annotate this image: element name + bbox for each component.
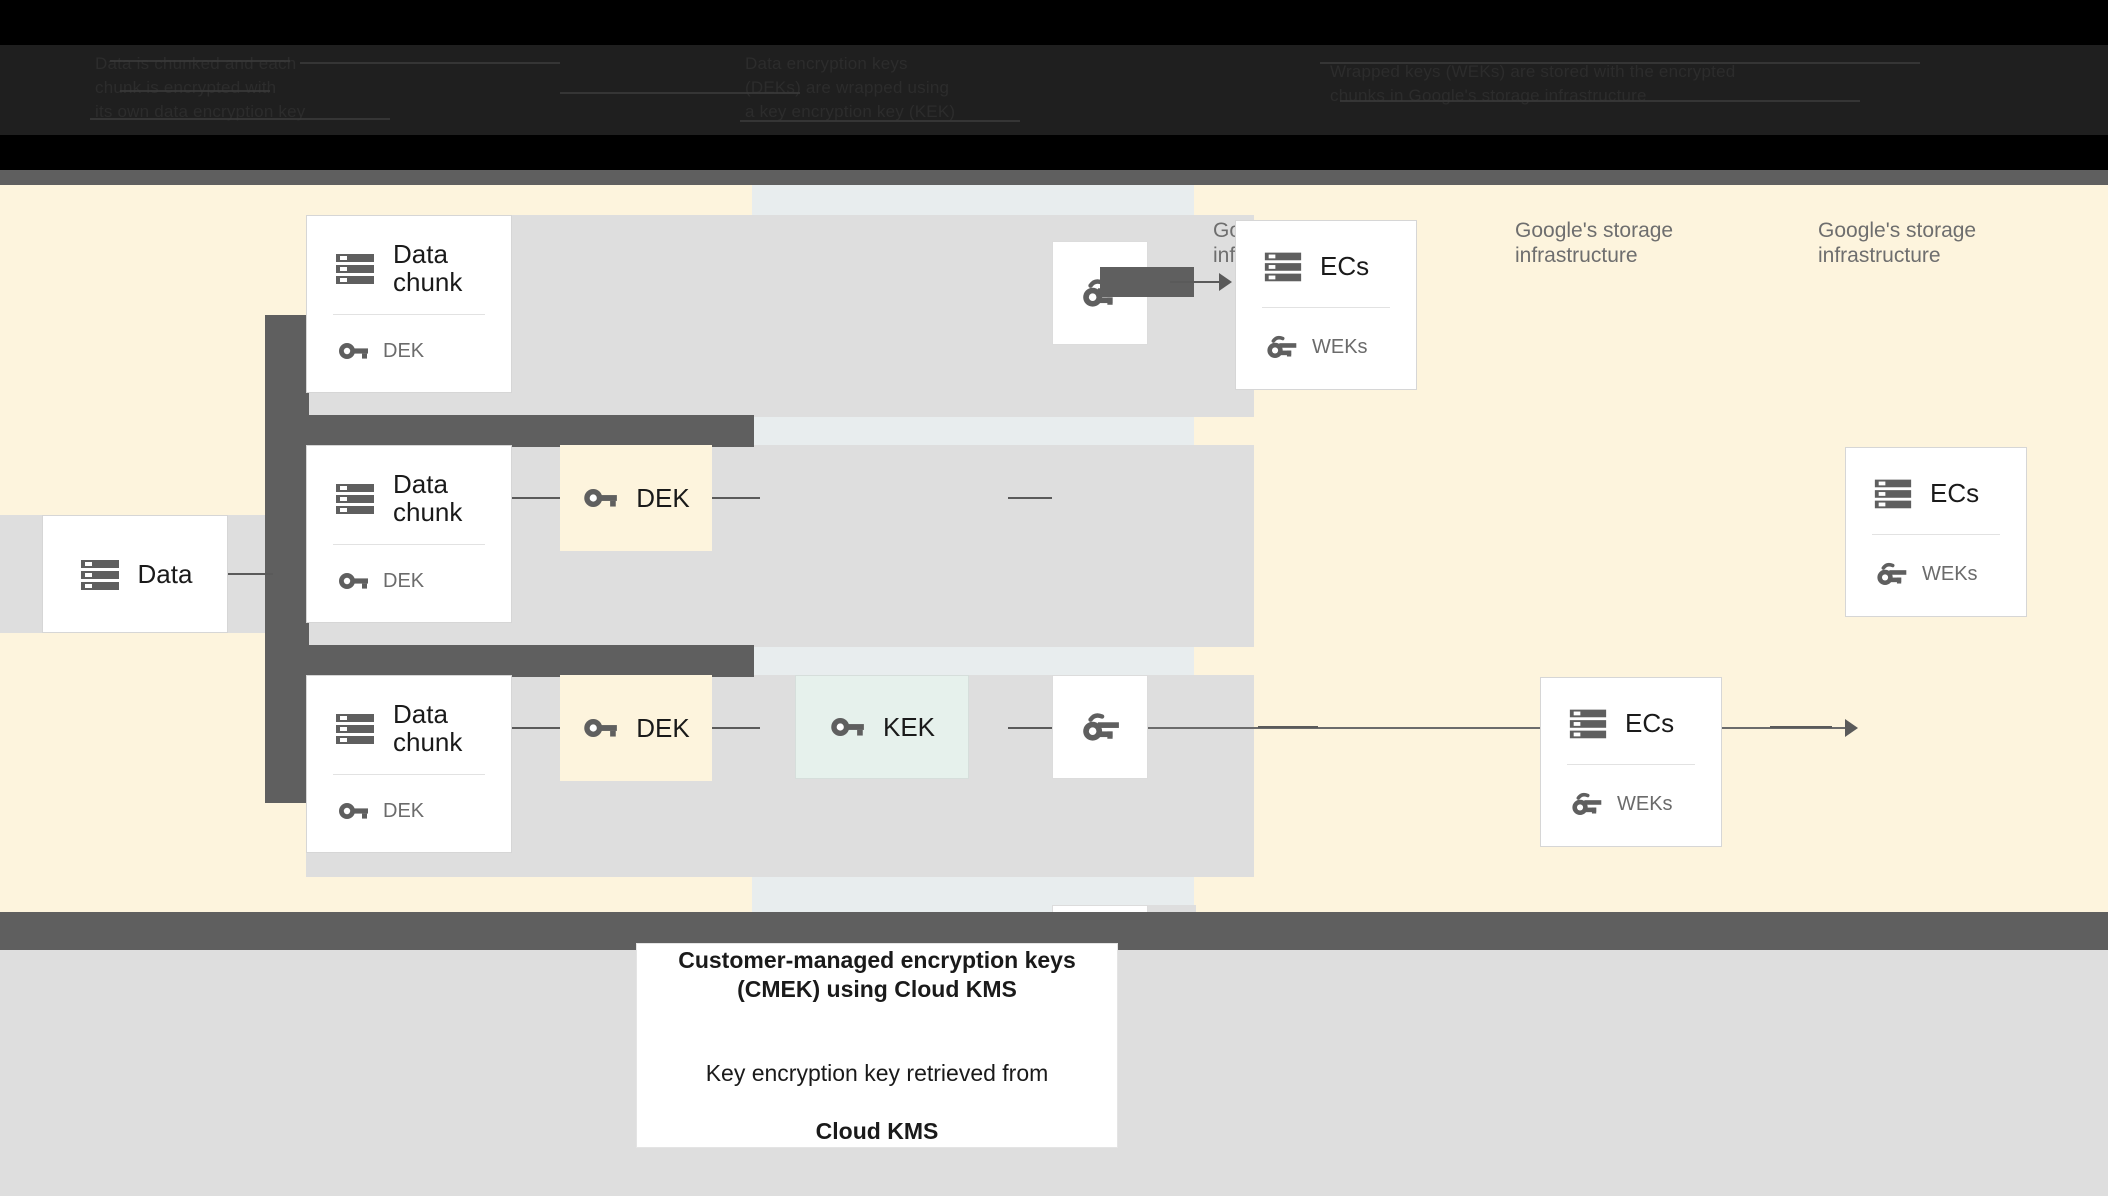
key-icon [829, 709, 865, 745]
storage-icon [78, 552, 122, 596]
top-divider-bar [0, 170, 2108, 185]
data-chunk-title: Data chunk [393, 239, 463, 297]
storage-infra-label-3: Google's storage infrastructure [1818, 219, 1977, 267]
card-divider [333, 544, 485, 545]
fan-out-horizontal-bar-2 [265, 645, 754, 677]
header-inner-band [0, 45, 2108, 135]
data-chunk-key-label: DEK [383, 569, 425, 592]
caption-card: Customer-managed encryption keys (CMEK) … [636, 943, 1118, 1148]
kek-label: KEK [882, 711, 936, 742]
ec-card-title: ECs [1320, 250, 1370, 281]
data-source-label: Data [137, 558, 193, 589]
ec-card-title: ECs [1930, 477, 1980, 508]
connector-to-ec-card-1 [1170, 281, 1222, 283]
data-chunk-card-1[interactable]: Data chunk DEK [306, 215, 512, 393]
key-icon [337, 795, 369, 827]
connector-long-to-ec-card-2 [1148, 727, 1848, 729]
connector-dek1-to-kek-zone [712, 497, 760, 499]
storage-icon [1872, 472, 1914, 514]
ec-card-1[interactable]: ECs WEKs [1235, 220, 1417, 390]
header-text-column-2: Data encryption keys (DEKs) are wrapped … [745, 54, 956, 121]
caption-line-2-bold: Cloud KMS [815, 1117, 939, 1144]
storage-icon [333, 476, 377, 520]
wrapped-key-box-2[interactable] [1052, 675, 1148, 779]
caption-line-1: Customer-managed encryption keys (CMEK) … [678, 946, 1076, 1002]
connector-data-to-fork [228, 573, 273, 575]
fan-out-horizontal-bar-1 [265, 415, 754, 447]
data-chunk-card-3[interactable]: Data chunk DEK [306, 675, 512, 853]
obscured-header-band: Data is chunked and each chunk is encryp… [0, 0, 2108, 170]
dek-box-2[interactable]: DEK [560, 675, 712, 781]
ec-card-2[interactable]: ECs WEKs [1845, 447, 2027, 617]
diagram-stage: Data Data chunk [0, 185, 2108, 1011]
header-streak [1320, 62, 1920, 64]
card-divider [333, 314, 485, 315]
card-divider [1262, 307, 1390, 308]
arrowhead-1 [1219, 273, 1232, 291]
ec-card-key-label: WEKs [1922, 562, 1978, 585]
wrapped-key-icon [1569, 787, 1603, 821]
storage-icon [1567, 702, 1609, 744]
connector-long-segment-a [1258, 726, 1318, 728]
key-icon [582, 480, 618, 516]
connector-long-segment-b [1770, 726, 1832, 728]
card-divider [333, 774, 485, 775]
connector-into-wrapped-key-2 [1008, 727, 1052, 729]
dek-box-1[interactable]: DEK [560, 445, 712, 551]
wrapped-key-icon [1264, 330, 1298, 364]
header-streak [560, 92, 800, 94]
storage-icon [1262, 245, 1304, 287]
arrowhead-2 [1845, 719, 1858, 737]
ec-card-key-label: WEKs [1312, 335, 1368, 358]
storage-icon [333, 706, 377, 750]
header-streak [120, 90, 270, 92]
header-streak [90, 118, 390, 120]
key-icon [337, 335, 369, 367]
connector-into-wrapped-key-1 [1008, 497, 1052, 499]
fan-out-vertical-bar [265, 315, 309, 803]
key-icon [582, 710, 618, 746]
connector-chunk1-to-dek1 [512, 497, 560, 499]
header-streak [740, 120, 1020, 122]
wrapped-key-icon [1874, 557, 1908, 591]
ec-card-title: ECs [1625, 707, 1675, 738]
connector-chunk2-to-dek2 [512, 727, 560, 729]
connector-dek2-to-kek-zone [712, 727, 760, 729]
card-divider [1567, 764, 1695, 765]
ec-card-3[interactable]: ECs WEKs [1540, 677, 1722, 847]
header-streak [300, 62, 560, 64]
data-chunk-title: Data chunk [393, 699, 463, 757]
wrapped-key-icon [1079, 706, 1121, 748]
data-source-card[interactable]: Data [42, 515, 228, 633]
kek-box[interactable]: KEK [795, 675, 969, 779]
data-chunk-key-label: DEK [383, 339, 425, 362]
dek-label: DEK [636, 712, 690, 743]
card-divider [1872, 534, 2000, 535]
data-chunk-card-2[interactable]: Data chunk DEK [306, 445, 512, 623]
caption-line-2: Key encryption key retrieved from Cloud … [706, 1030, 1049, 1146]
header-text-column-1: Data is chunked and each chunk is encryp… [95, 54, 306, 121]
ec-card-key-label: WEKs [1617, 792, 1673, 815]
header-streak [1340, 100, 1860, 102]
data-chunk-title: Data chunk [393, 469, 463, 527]
storage-infra-label-2: Google's storage infrastructure [1515, 219, 1674, 267]
key-icon [337, 565, 369, 597]
data-chunk-key-label: DEK [383, 799, 425, 822]
caption-line-2-prefix: Key encryption key retrieved from [705, 1059, 1049, 1086]
storage-icon [333, 246, 377, 290]
header-streak [110, 60, 290, 62]
dek-label: DEK [636, 482, 690, 513]
